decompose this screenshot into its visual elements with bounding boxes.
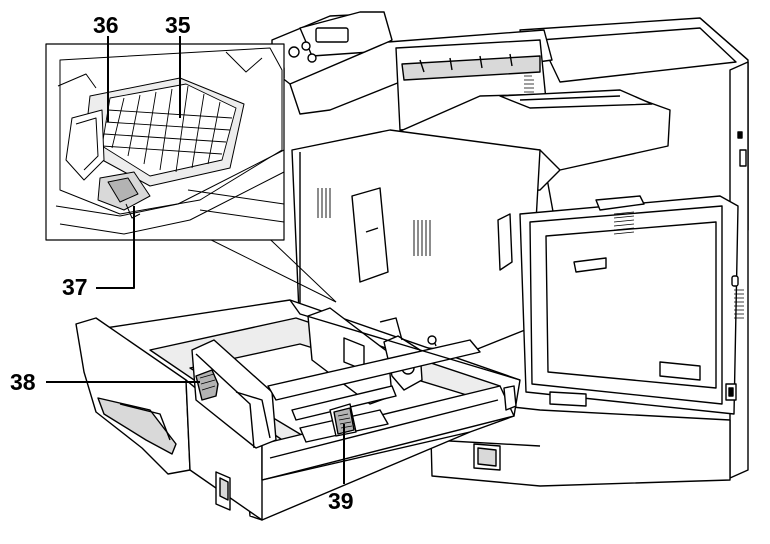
printer-body	[271, 11, 749, 487]
feed-grid	[101, 83, 237, 177]
paper-cassette	[75, 299, 521, 521]
vent-left	[317, 188, 331, 218]
callout-36: 36	[93, 12, 119, 38]
callout-38: 38	[10, 369, 36, 395]
leader-37	[96, 206, 135, 289]
inset-detail	[45, 43, 337, 303]
vent-right	[413, 220, 431, 256]
paper-width-guide-left	[191, 339, 277, 449]
callout-37: 37	[62, 274, 88, 300]
leader-lines	[46, 36, 345, 484]
callout-35: 35	[165, 12, 191, 38]
callout-39: 39	[328, 488, 354, 514]
